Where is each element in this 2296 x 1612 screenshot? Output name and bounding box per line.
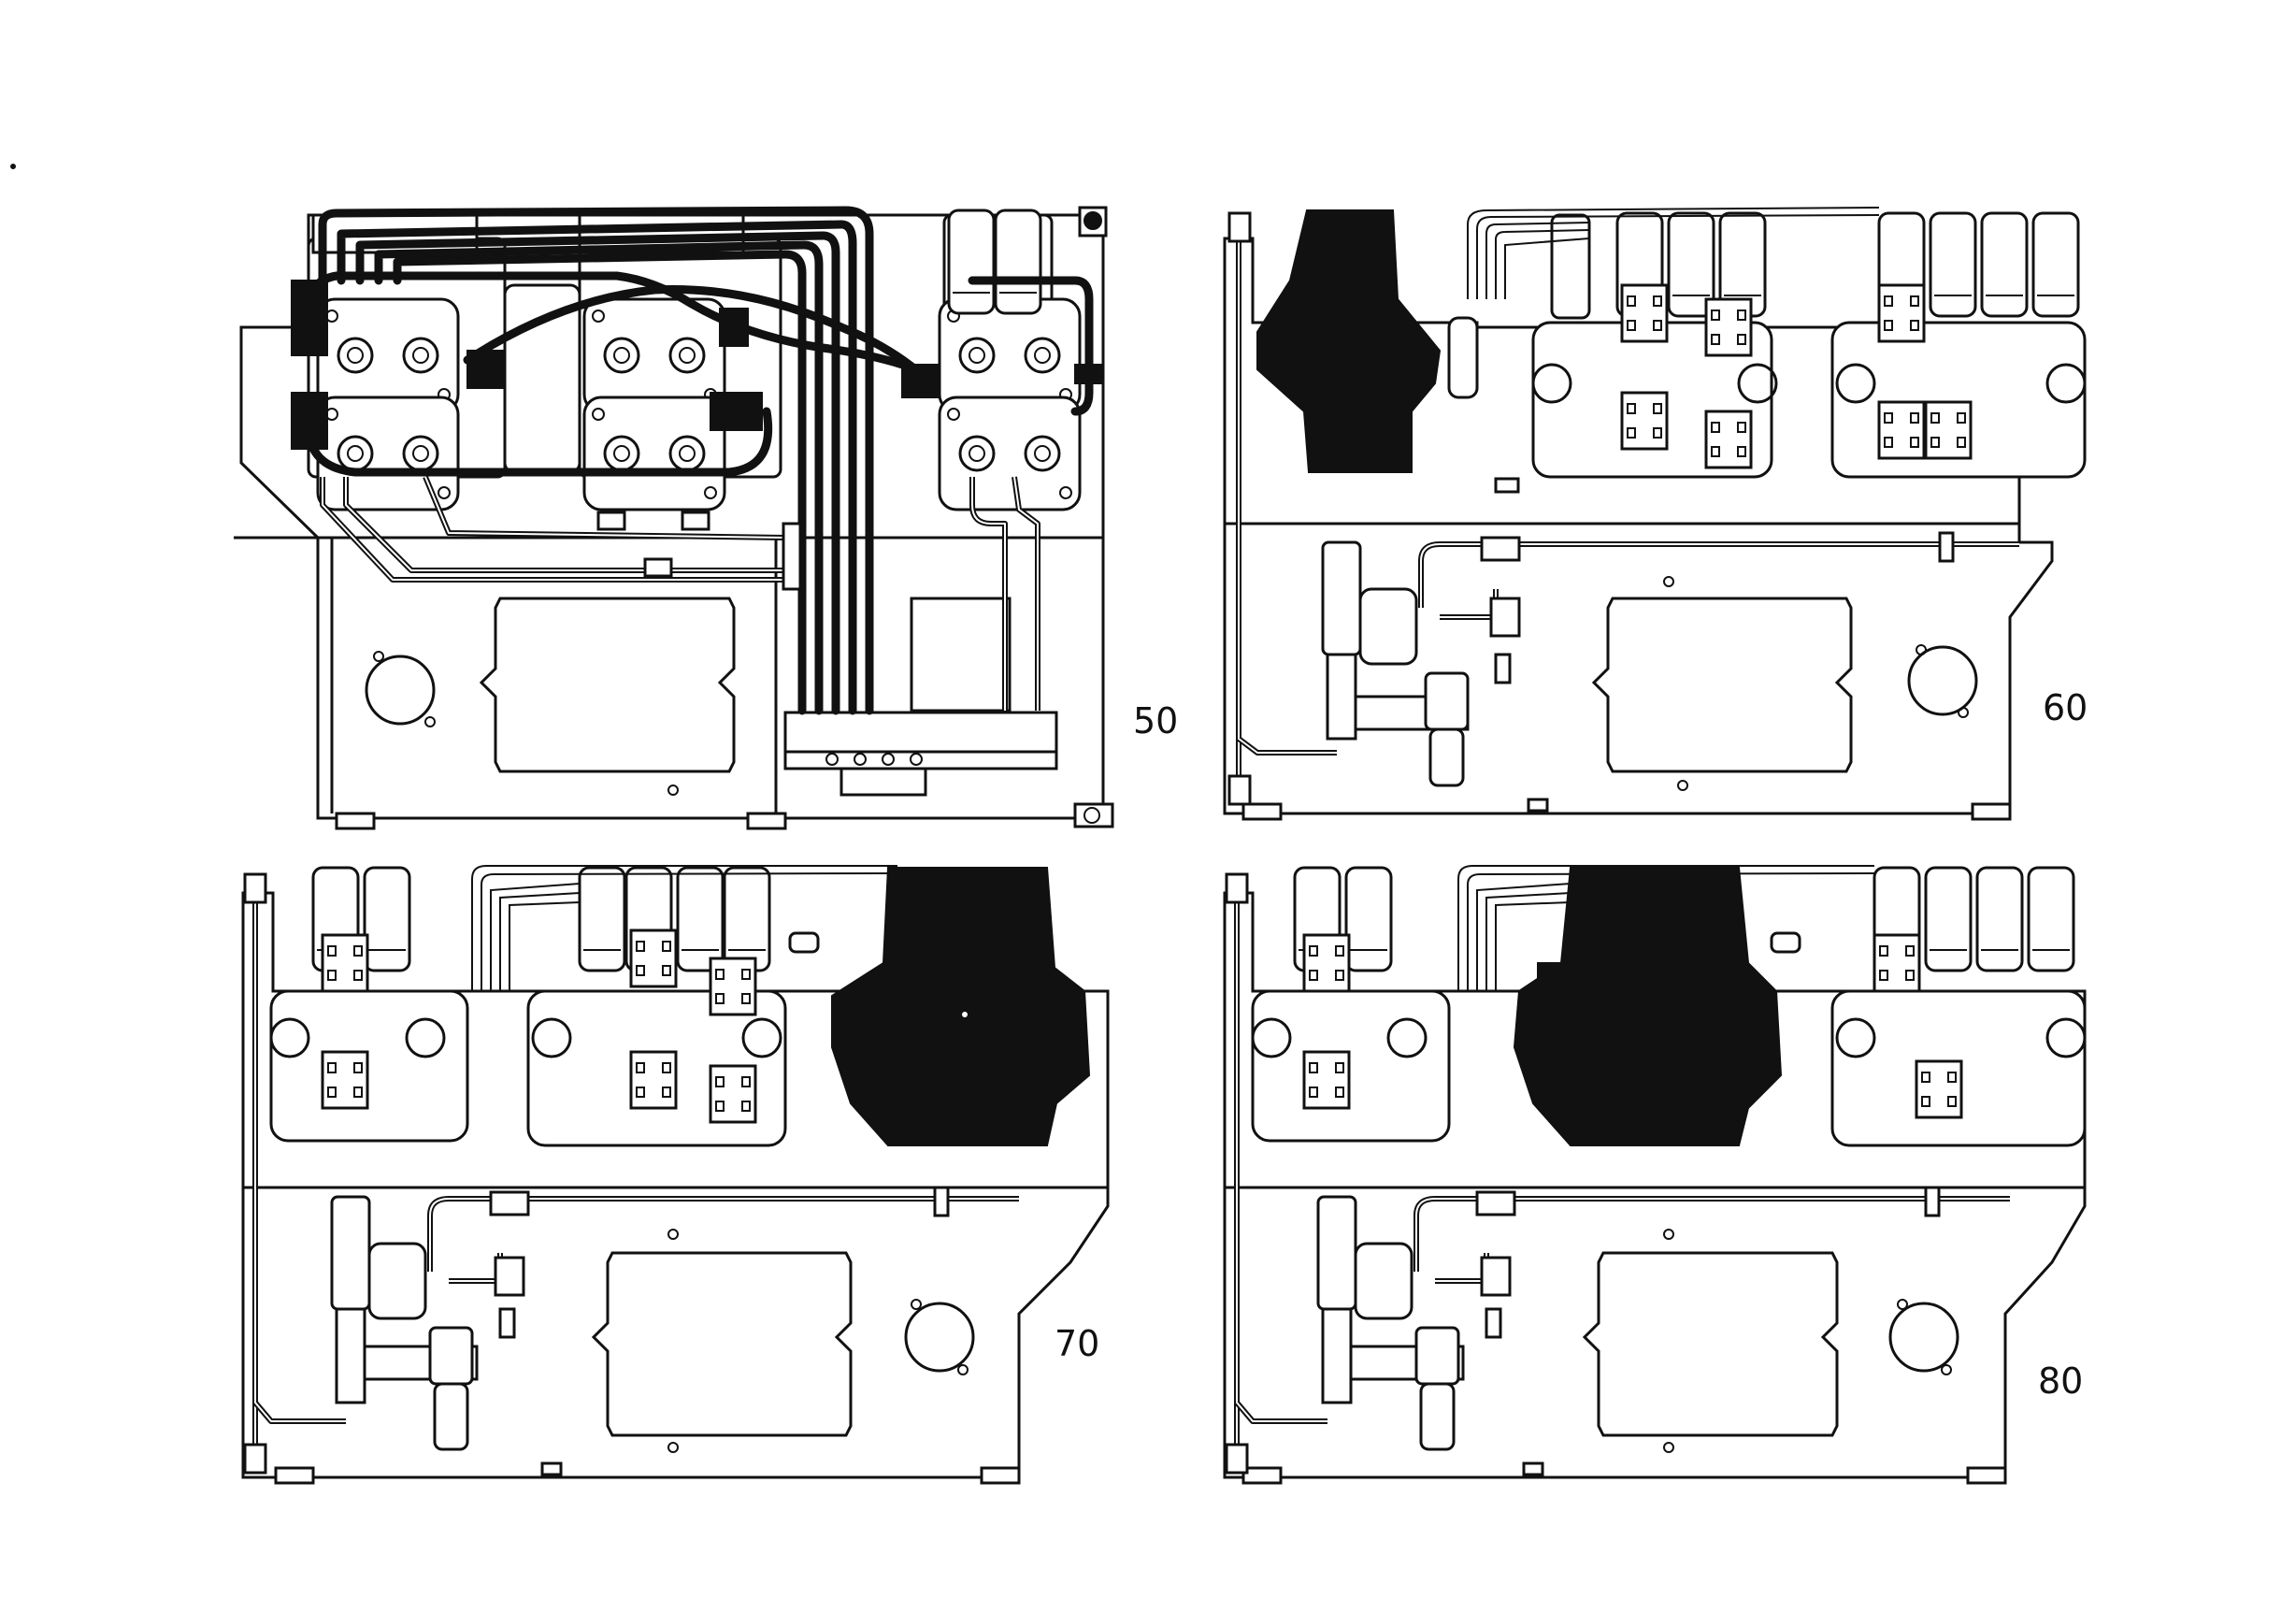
- panel-label-50: 50: [1133, 700, 1179, 741]
- panel-60-drawing: [1223, 207, 2087, 821]
- panel-label-70: 70: [1055, 1323, 1100, 1364]
- panel-80-drawing: [1223, 865, 2087, 1485]
- panel-label-80: 80: [2038, 1360, 2084, 1402]
- panel-70-drawing: [241, 865, 1110, 1485]
- panel-50-drawing: [234, 206, 1114, 830]
- panel-label-60: 60: [2043, 687, 2088, 728]
- stray-mark: [10, 164, 16, 169]
